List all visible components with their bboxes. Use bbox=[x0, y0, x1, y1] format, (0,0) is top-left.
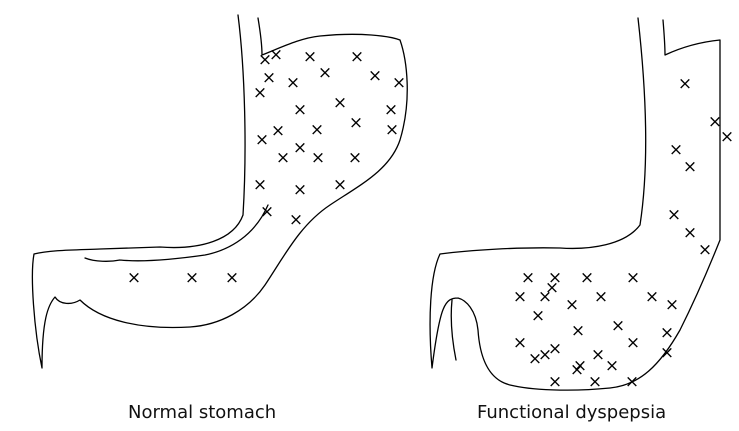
dyspepsia-marker: × bbox=[645, 287, 659, 307]
normal-marker: × bbox=[253, 175, 267, 195]
normal-marker: × bbox=[225, 268, 239, 288]
dyspepsia-marker: × bbox=[669, 140, 683, 160]
dyspepsia-marker: × bbox=[548, 372, 562, 392]
dyspepsia-marker: × bbox=[571, 321, 585, 341]
normal-marker: × bbox=[349, 113, 363, 133]
dyspepsia-marker: × bbox=[528, 349, 542, 369]
dyspepsia-marker: × bbox=[570, 360, 584, 380]
normal-marker-group: ×××××××××××××××××××××××××××××× bbox=[127, 45, 406, 288]
dyspepsia-marker: × bbox=[513, 333, 527, 353]
normal-marker: × bbox=[185, 268, 199, 288]
normal-marker: × bbox=[286, 73, 300, 93]
normal-marker: × bbox=[350, 47, 364, 67]
dyspepsia-marker: × bbox=[548, 339, 562, 359]
dyspepsia-marker: × bbox=[545, 278, 559, 298]
dyspepsia-marker: × bbox=[667, 205, 681, 225]
normal-marker: × bbox=[271, 121, 285, 141]
dyspepsia-marker-group: ×××××××××××××××××××××××××××××××××××× bbox=[513, 74, 734, 392]
normal-marker: × bbox=[310, 120, 324, 140]
dyspepsia-marker: × bbox=[611, 316, 625, 336]
dyspepsia-marker: × bbox=[665, 295, 679, 315]
dyspepsia-marker: × bbox=[565, 295, 579, 315]
dyspepsia-marker: × bbox=[580, 268, 594, 288]
normal-marker: × bbox=[385, 120, 399, 140]
dyspepsia-marker: × bbox=[683, 223, 697, 243]
dyspepsia-marker: × bbox=[660, 323, 674, 343]
normal-stomach-drawing bbox=[32, 15, 407, 368]
normal-marker: × bbox=[293, 100, 307, 120]
dyspepsia-marker: × bbox=[591, 345, 605, 365]
normal-marker: × bbox=[127, 268, 141, 288]
dyspepsia-marker: × bbox=[605, 356, 619, 376]
normal-marker: × bbox=[348, 148, 362, 168]
dyspepsia-marker: × bbox=[588, 372, 602, 392]
normal-marker: × bbox=[255, 130, 269, 150]
normal-stomach-caption: Normal stomach bbox=[128, 402, 276, 423]
dyspepsia-marker: × bbox=[626, 268, 640, 288]
normal-marker: × bbox=[311, 148, 325, 168]
dyspepsia-marker: × bbox=[626, 333, 640, 353]
dyspepsia-marker: × bbox=[594, 287, 608, 307]
normal-marker: × bbox=[368, 66, 382, 86]
normal-marker: × bbox=[269, 45, 283, 65]
normal-stomach-outline bbox=[32, 15, 407, 368]
functional-dyspepsia-caption: Functional dyspepsia bbox=[477, 402, 666, 423]
normal-marker: × bbox=[289, 210, 303, 230]
dyspepsia-marker: × bbox=[720, 127, 734, 147]
normal-marker: × bbox=[260, 202, 274, 222]
normal-marker: × bbox=[392, 73, 406, 93]
normal-marker: × bbox=[293, 180, 307, 200]
dyspepsia-marker: × bbox=[521, 268, 535, 288]
dyspepsia-marker: × bbox=[531, 306, 545, 326]
normal-marker: × bbox=[384, 100, 398, 120]
normal-marker: × bbox=[276, 148, 290, 168]
dyspepsia-marker: × bbox=[683, 157, 697, 177]
dyspepsia-marker: × bbox=[660, 343, 674, 363]
normal-marker: × bbox=[253, 83, 267, 103]
normal-marker: × bbox=[303, 47, 317, 67]
normal-marker: × bbox=[293, 138, 307, 158]
normal-marker: × bbox=[333, 93, 347, 113]
dyspepsia-marker: × bbox=[678, 74, 692, 94]
normal-marker: × bbox=[333, 175, 347, 195]
dyspepsia-marker: × bbox=[698, 240, 712, 260]
dyspepsia-marker: × bbox=[513, 287, 527, 307]
normal-marker: × bbox=[318, 63, 332, 83]
dyspepsia-marker: × bbox=[625, 372, 639, 392]
